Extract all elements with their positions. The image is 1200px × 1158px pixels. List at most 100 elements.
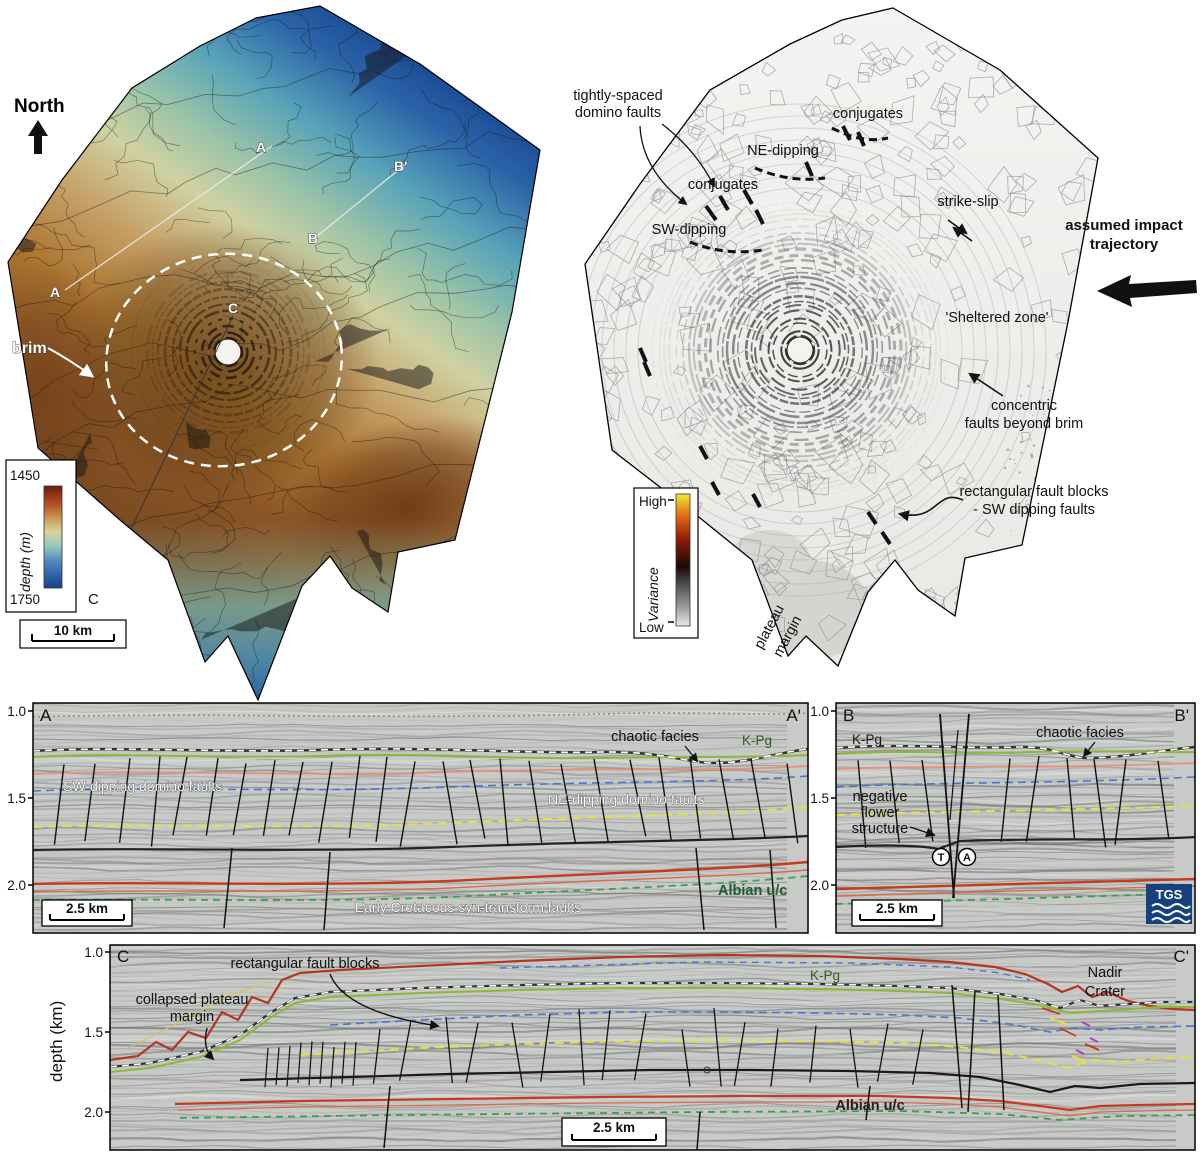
section-a-border [32, 702, 809, 934]
variance-colorbar-high: High [639, 494, 667, 509]
brim-label: brim [12, 340, 47, 357]
section-a-sw-faults-label: SW-dipping domino faults [63, 778, 222, 794]
section-c-collapsed-arrow [203, 1027, 215, 1061]
section-b-horizons [836, 744, 1195, 905]
section-a-panel: 1.0 1.5 2.0 A A' chaotic facies K-Pg SW-… [7, 702, 809, 934]
strike-slip-symbol [947, 219, 973, 242]
section-c-nadir-label-1: Nadir [1088, 965, 1123, 981]
rect-blocks-arrow [897, 496, 964, 522]
section-b-start-label: B [843, 706, 854, 725]
line-a-label-top: A [256, 139, 266, 155]
section-c-nadir-label-2: Crater [1085, 984, 1125, 1000]
north-label: North [14, 96, 65, 117]
section-b-faults [857, 713, 1170, 899]
tightly-spaced-label-1: tightly-spaced [573, 88, 662, 104]
section-b-scalebar: 2.5 km [851, 899, 943, 927]
impact-trajectory-label-2: trajectory [1090, 236, 1159, 253]
depth-colorbar: 1450 1750 depth (m) [5, 459, 77, 613]
section-line-a [64, 145, 273, 291]
section-a-albian-label: Albian u/c [718, 883, 787, 899]
section-a-tick-2: 1.5 [7, 791, 26, 806]
depth-colorbar-title: depth (m) [17, 532, 33, 592]
impact-trajectory-label-1: assumed impact [1065, 217, 1183, 234]
depth-colorbar-min: 1750 [10, 592, 40, 607]
depth-crater-rings [130, 254, 326, 450]
section-b-scalebar-label: 2.5 km [876, 901, 918, 916]
section-a-end-label: A' [786, 706, 801, 725]
section-c-rect-blocks-arrow [329, 973, 440, 1030]
section-a-scalebar-label: 2.5 km [66, 901, 108, 916]
section-a-scalebar: 2.5 km [41, 899, 133, 927]
section-a-kpg-label: K-Pg [742, 733, 772, 748]
section-a-ne-faults-label: NE-dipping domino faults [548, 791, 704, 807]
depth-map-body [8, 6, 540, 700]
concentric-arrow [968, 372, 1004, 397]
section-b-border [835, 702, 1196, 934]
brim-arrow [47, 347, 95, 378]
depth-scalebar-label: 10 km [54, 623, 92, 638]
depth-colorbar-max: 1450 [10, 468, 40, 483]
section-c-yaxis: depth (km) 1.0 1.5 2.0 [47, 945, 110, 1120]
variance-colorbar-low: Low [639, 620, 664, 635]
section-c-kpg-label: K-Pg [810, 968, 840, 983]
rect-blocks-label-1: rectangular fault blocks [959, 484, 1108, 500]
section-c-yaxis-label: depth (km) [47, 1001, 66, 1082]
strike-slip-label: strike-slip [937, 194, 998, 210]
section-b-flower-arrow [909, 826, 936, 838]
conjugate-dashed-traces [689, 126, 889, 254]
section-c-tick-1: 1.0 [84, 945, 103, 960]
section-c-body [110, 945, 1195, 1150]
impact-trajectory-arrow-icon [1097, 275, 1197, 307]
section-c-end-label: C' [1173, 947, 1189, 966]
section-a-chaotic-arrow [684, 745, 699, 763]
tgs-logo: TGS [1146, 884, 1192, 924]
section-c-collapsed-label-2: margin [170, 1009, 214, 1025]
section-c-tick-2: 1.5 [84, 1025, 103, 1040]
north-arrow-icon [28, 120, 48, 154]
section-c-tick-3: 2.0 [84, 1105, 103, 1120]
tightly-spaced-arrow-1 [639, 125, 688, 206]
section-b-tick-3: 2.0 [810, 878, 829, 893]
section-b-panel: 1.0 1.5 2.0 B B' K-Pg chaotic facies neg… [810, 702, 1196, 934]
variance-map-outline [584, 7, 1099, 668]
section-b-flower-label-1: negative [853, 789, 908, 805]
section-b-chaotic-facies-label: chaotic facies [1036, 725, 1124, 741]
tightly-spaced-label-2: domino faults [575, 105, 661, 121]
variance-map-panel: tightly-spaced domino faults conjugates … [573, 7, 1197, 668]
section-b-body [836, 703, 1195, 933]
section-c-albian-label: Albian u/c [835, 1098, 904, 1114]
line-c-label-top: C [228, 300, 238, 316]
section-c-panel: depth (km) 1.0 1.5 2.0 C C' rectangular … [47, 944, 1196, 1151]
section-c-faults [264, 984, 1005, 1150]
depth-colorbar-gradient [43, 485, 63, 589]
section-a-yaxis: 1.0 1.5 2.0 [7, 704, 33, 893]
marker-t-label: T [938, 852, 945, 864]
depth-scalebar: 10 km [19, 619, 127, 649]
section-line-b [315, 162, 408, 238]
tightly-spaced-arrow-2 [661, 123, 715, 188]
rect-blocks-label-2: - SW dipping faults [973, 502, 1095, 518]
tgs-logo-waves [1151, 903, 1191, 923]
variance-colorbar-title: Variance [645, 567, 661, 622]
section-b-flower-label-3: structure [852, 821, 908, 837]
marker-a-label: A [963, 852, 971, 864]
section-a-syn-transform-label: Early Cretacous syn-transform faults [355, 899, 581, 915]
section-b-yaxis: 1.0 1.5 2.0 [810, 704, 836, 893]
concentric-label-2: faults beyond brim [965, 416, 1083, 432]
section-b-tick-2: 1.5 [810, 791, 829, 806]
section-c-scalebar: 2.5 km [561, 1117, 667, 1147]
depth-map-outline [7, 5, 541, 702]
variance-colorbar: High Variance Low [633, 487, 699, 639]
line-b-label: B [308, 230, 318, 246]
section-b-toward-marker: T [931, 847, 951, 867]
section-c-start-label: C [117, 947, 129, 966]
variance-colorbar-gradient [675, 493, 691, 627]
concentric-label-1: concentric [991, 398, 1057, 414]
section-c-collapsed-label-1: collapsed plateau [136, 992, 249, 1008]
section-b-away-marker: A [957, 847, 977, 867]
section-b-chaotic-arrow [1082, 741, 1096, 758]
brim-dashed-ellipse [104, 252, 344, 468]
conjugates-mid-label: conjugates [688, 177, 758, 193]
sheltered-zone-label: 'Sheltered zone' [945, 310, 1048, 326]
